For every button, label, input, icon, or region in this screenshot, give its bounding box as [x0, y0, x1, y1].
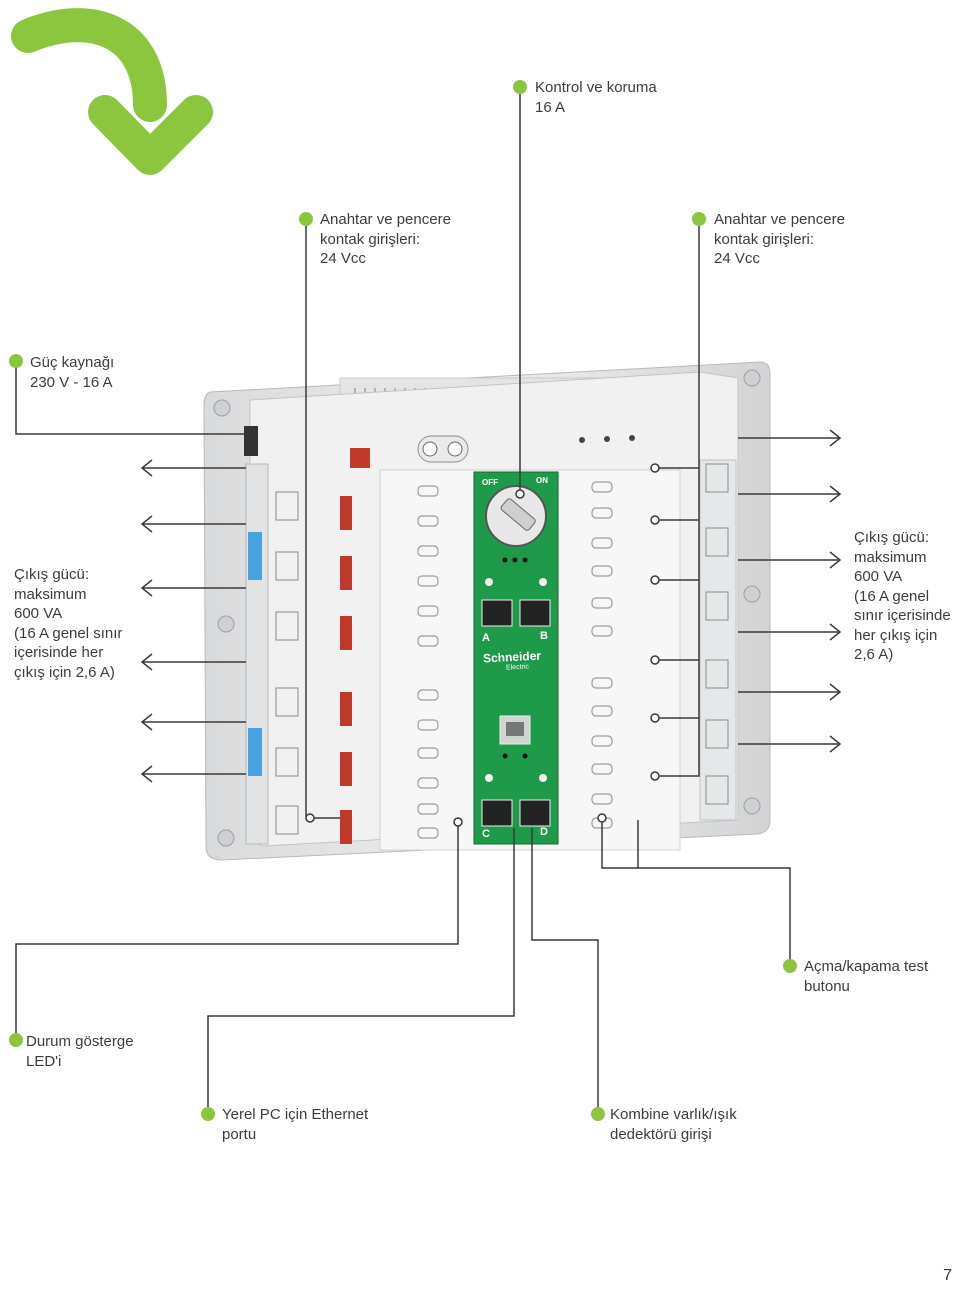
page-number: 7 — [943, 1267, 952, 1284]
port-c-label: C — [482, 828, 490, 840]
callout-dot-guc — [9, 354, 23, 368]
label-guc: Güç kaynağı 230 V - 16 A — [30, 354, 115, 391]
label-anahtar-left: Anahtar ve pencere kontak girişleri: 24 … — [320, 211, 451, 267]
label-durum: Durum gösterge LED'i — [26, 1033, 134, 1070]
callout-dot-ethernet — [201, 1107, 215, 1121]
switch-on-label: ON — [536, 476, 548, 485]
callout-dot-anahtar-left — [299, 212, 313, 226]
label-cikis-right: Çıkış gücü: maksimum 600 VA (16 A genel … — [854, 529, 951, 663]
label-kontrol: Kontrol ve koruma 16 A — [535, 79, 657, 116]
label-anahtar-right: Anahtar ve pencere kontak girişleri: 24 … — [714, 211, 845, 267]
port-a-label: A — [482, 632, 490, 644]
callout-dot-acma — [783, 959, 797, 973]
label-acma: Açma/kapama test butonu — [804, 958, 929, 995]
label-cikis-left: Çıkış gücü: maksimum 600 VA (16 A genel … — [14, 566, 123, 681]
callout-dot-durum — [9, 1033, 23, 1047]
label-ethernet: Yerel PC için Ethernet portu — [222, 1106, 369, 1143]
callout-dot-kombine — [591, 1107, 605, 1121]
port-b-label: B — [540, 630, 548, 642]
callout-dot-anahtar-right — [692, 212, 706, 226]
curved-arrow-icon — [11, 8, 213, 175]
switch-off-label: OFF — [482, 478, 498, 487]
port-d-label: D — [540, 826, 548, 838]
callout-dot-kontrol — [513, 80, 527, 94]
label-kombine: Kombine varlık/ışık dedektörü girişi — [610, 1106, 737, 1143]
